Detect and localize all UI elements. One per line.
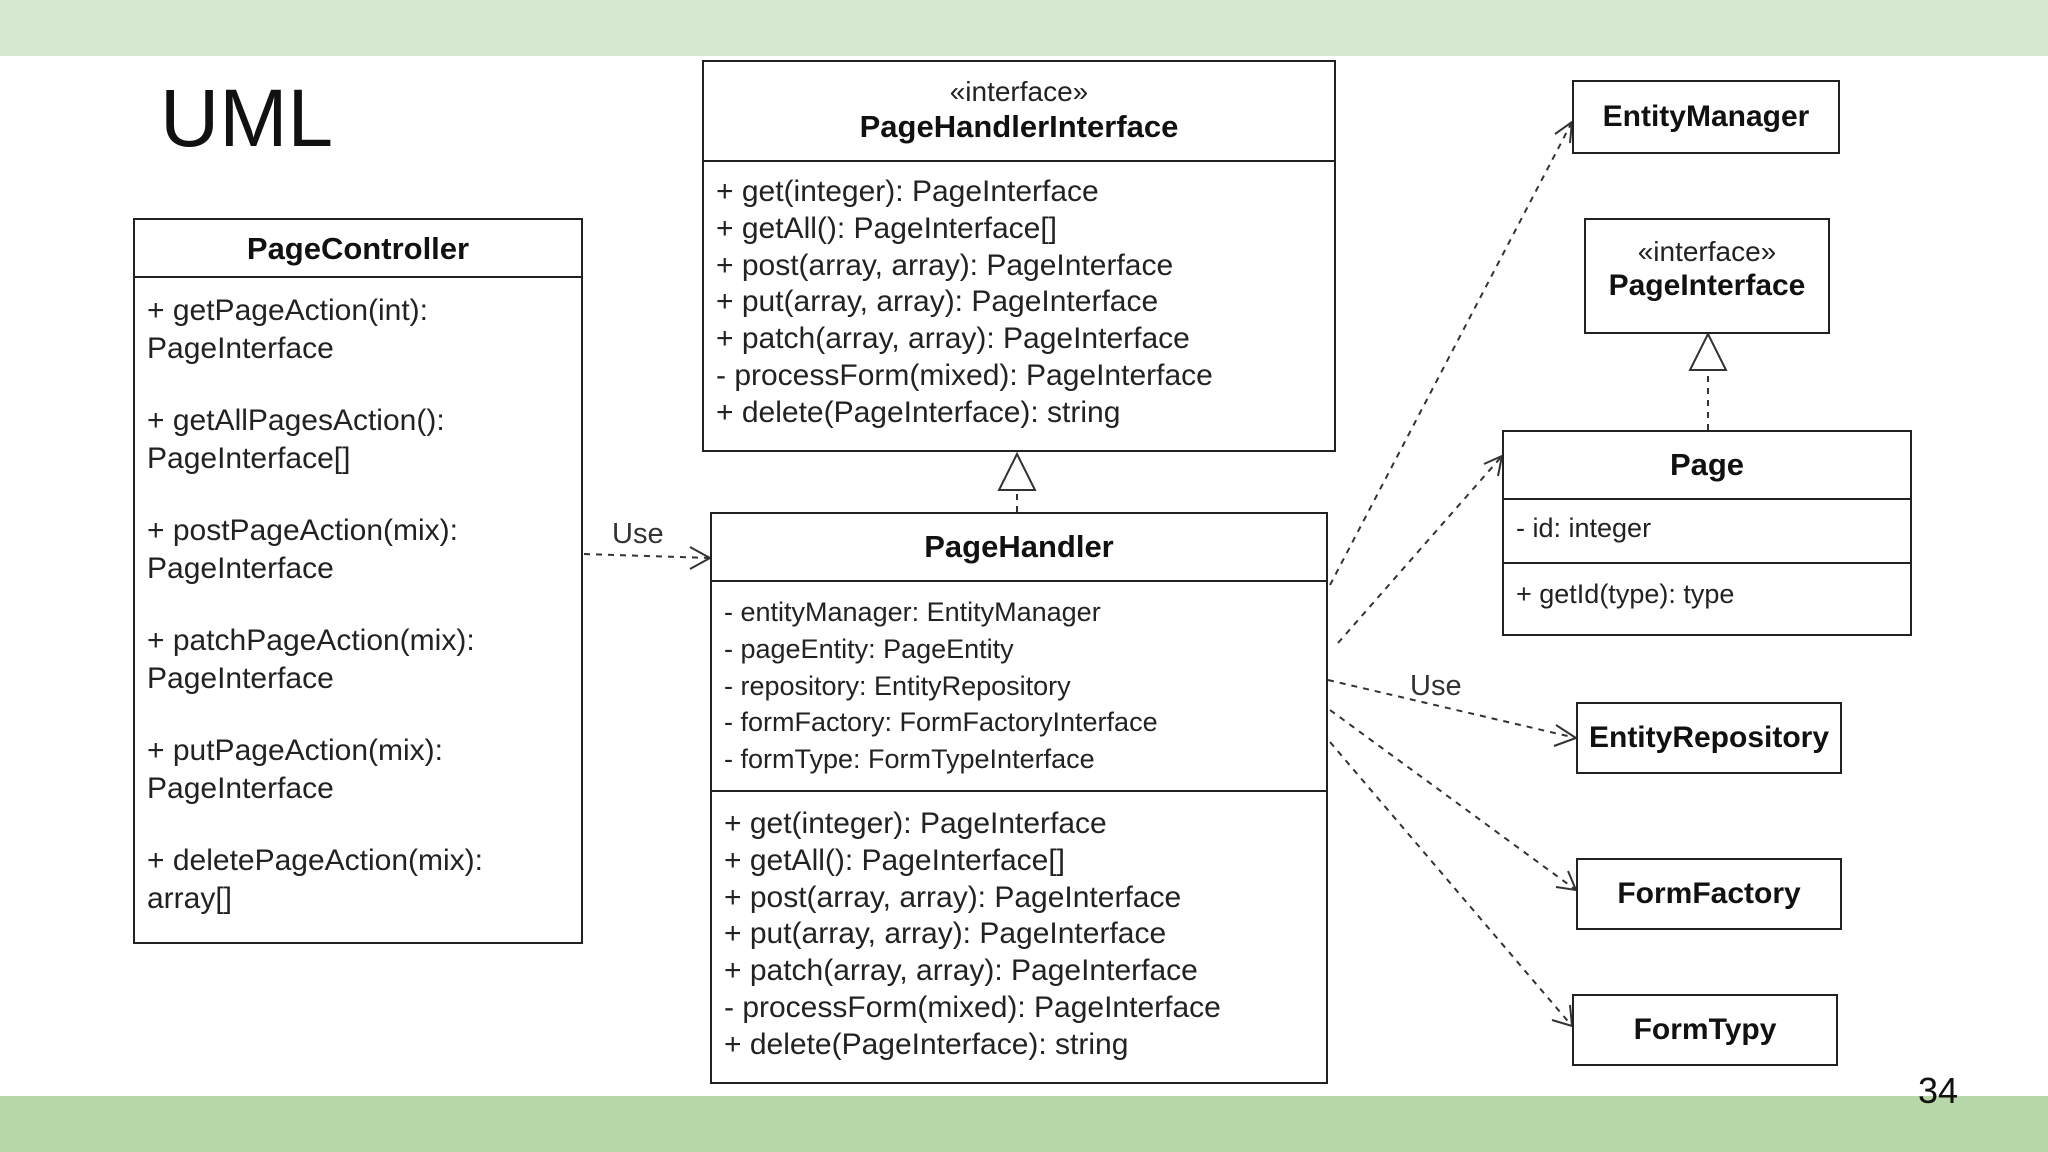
top-band [0,0,2048,56]
pagecontroller-name: PageController [246,231,470,266]
pagecontroller-class[interactable]: PageController + getPageAction(int): Pag… [133,218,583,944]
method-item: + putPageAction(mix): PageInterface [147,734,443,805]
method-item: - processForm(mixed): PageInterface [724,990,1221,1024]
dependency-line-entitymanager [1329,121,1573,586]
page-number: 34 [1918,1070,1959,1111]
method-item: + post(array, array): PageInterface [716,248,1174,282]
use-label-left: Use [612,518,664,550]
method-item: + put(array, array): PageInterface [716,285,1159,319]
realization-triangle-handler-interface [997,451,1037,491]
entityrepository-class[interactable]: EntityRepository [1576,702,1842,774]
method-item: + patchPageAction(mix): PageInterface [147,624,475,695]
attribute-item: - entityManager: EntityManager [724,597,1101,627]
pagehandler-class[interactable]: PageHandler - entityManager: EntityManag… [710,512,1328,1084]
pageinterface-stereotype: «interface» [1637,236,1777,267]
method-item: + get(integer): PageInterface [716,175,1099,208]
slide-title: UML [160,73,334,164]
arrowhead-formtypy [1551,1004,1574,1028]
dependency-line-formtypy [1329,741,1573,1027]
formfactory-name: FormFactory [1617,877,1801,910]
pageinterface-header: «interface» PageInterface [1586,220,1828,304]
bottom-band [0,1096,2048,1152]
method-item: + getAllPagesAction(): PageInterface[] [147,404,445,475]
pagecontroller-header: PageController [135,220,581,278]
attribute-item: - formFactory: FormFactoryInterface [724,707,1158,738]
pagehandlerinterface-class[interactable]: «interface» PageHandlerInterface + get(i… [702,60,1336,452]
pagehandlerinterface-stereotype: «interface» [949,76,1089,107]
method-item: + getPageAction(int): PageInterface [147,294,429,365]
formfactory-class[interactable]: FormFactory [1576,858,1842,930]
method-item: + getId(type): type [1516,579,1735,609]
entitymanager-class[interactable]: EntityManager [1572,80,1840,154]
method-item: + deletePageAction(mix): array[] [147,844,484,915]
pagehandlerinterface-name: PageHandlerInterface [859,109,1179,145]
pagehandler-name: PageHandler [924,529,1114,564]
attribute-item: - formType: FormTypeInterface [724,744,1095,775]
use-connector-controller-handler [583,553,711,559]
pagehandler-header: PageHandler [712,514,1326,582]
formtypy-class[interactable]: FormTypy [1572,994,1838,1066]
page-name: Page [1669,447,1745,482]
entityrepository-name: EntityRepository [1588,721,1830,754]
page-class[interactable]: Page - id: integer + getId(type): type [1502,430,1912,636]
pagehandlerinterface-methods: + get(integer): PageInterface + getAll()… [704,162,1334,438]
page-methods: + getId(type): type [1504,562,1910,619]
page-attributes: - id: integer [1504,500,1910,562]
pagehandlerinterface-header: «interface» PageHandlerInterface [704,62,1334,162]
method-item: + getAll(): PageInterface[] [716,211,1058,245]
pageinterface-class[interactable]: «interface» PageInterface [1584,218,1830,334]
attribute-item: - id: integer [1516,513,1652,543]
method-item: + delete(PageInterface): string [724,1027,1129,1061]
pagehandler-attributes: - entityManager: EntityManager - pageEnt… [712,582,1326,790]
dependency-line-page [1337,455,1503,644]
method-item: + get(integer): PageInterface [724,807,1107,840]
method-item: + put(array, array): PageInterface [724,917,1167,951]
entitymanager-name: EntityManager [1602,100,1810,133]
method-item: + postPageAction(mix): PageInterface [147,514,458,585]
formtypy-name: FormTypy [1633,1013,1777,1046]
attribute-item: - pageEntity: PageEntity [724,633,1014,664]
method-item: + delete(PageInterface): string [716,395,1121,429]
pageinterface-name: PageInterface [1608,269,1806,303]
use-label-right: Use [1410,670,1462,702]
realization-triangle-page-interface [1688,331,1728,371]
method-item: + patch(array, array): PageInterface [716,322,1190,356]
pagecontroller-methods: + getPageAction(int): PageInterface + ge… [135,278,581,932]
pagehandler-methods: + get(integer): PageInterface + getAll()… [712,790,1326,1070]
dependency-line-formfactory [1329,709,1577,891]
page-header: Page [1504,432,1910,500]
method-item: + post(array, array): PageInterface [724,880,1182,914]
method-item: - processForm(mixed): PageInterface [716,358,1213,392]
method-item: + getAll(): PageInterface[] [724,843,1066,877]
attribute-item: - repository: EntityRepository [724,670,1071,701]
method-item: + patch(array, array): PageInterface [724,954,1198,988]
